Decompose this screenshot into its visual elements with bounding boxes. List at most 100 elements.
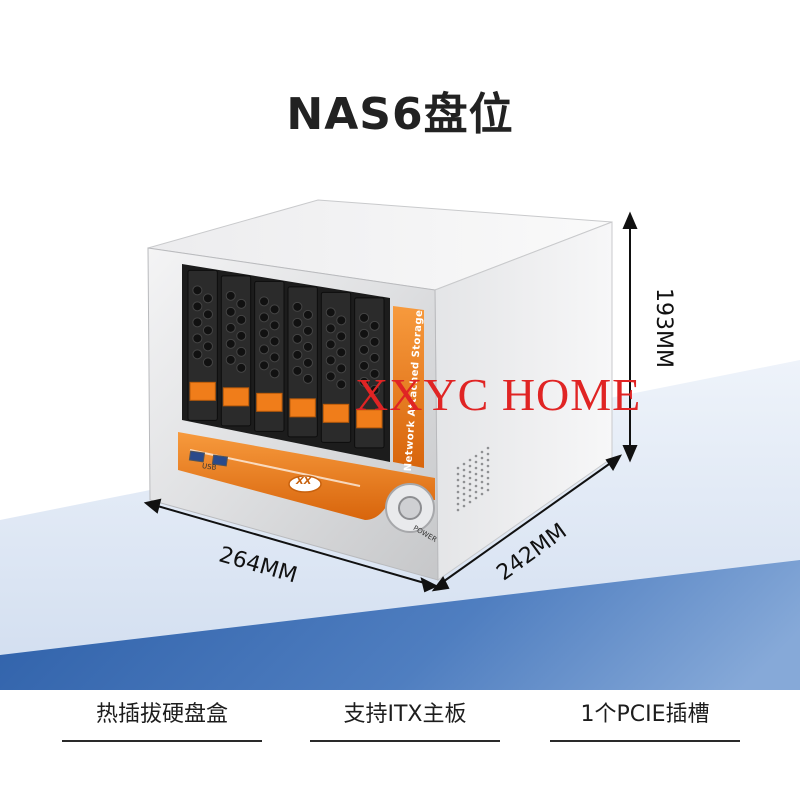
vent-hole [456,508,460,512]
tray-vent-hole [292,365,303,376]
vent-hole [462,468,466,472]
tray-vent-hole [292,349,303,360]
vent-hole [486,446,490,450]
tray-vent-hole [369,368,380,379]
height-dimension-label: 193MM [651,288,676,368]
tray-vent-hole [192,317,203,328]
vent-hole [486,482,490,486]
tray-vent-hole [192,301,203,312]
vent-hole [462,480,466,484]
dimension-arrows [143,211,638,593]
tray-vent-hole [192,285,203,296]
vent-hole [468,482,472,486]
vent-hole [462,498,466,502]
tray-vent-hole [202,309,213,320]
vent-hole [462,486,466,490]
tray-vent-hole [336,347,347,358]
tray-vent-hole [236,346,247,357]
width-arrow-head-left [143,498,162,514]
tray-vent-hole [359,312,370,323]
tray-vent-hole [325,307,336,318]
vent-hole [462,474,466,478]
tray-vent-hole [325,323,336,334]
tray-vent-hole [259,328,270,339]
drive-tray-latch-6 [356,409,383,429]
vent-hole [474,460,478,464]
tray-vent-hole [225,306,236,317]
feature-itx-support: 支持ITX主板 [343,702,467,727]
tray-vent-hole [336,363,347,374]
vent-hole [474,496,478,500]
tray-vent-hole [269,304,280,315]
vent-hole [474,478,478,482]
tray-vent-hole [336,379,347,390]
vent-hole [468,476,472,480]
tray-vent-hole [225,338,236,349]
vent-hole [480,462,484,466]
vent-hole [468,464,472,468]
tray-vent-hole [325,371,336,382]
vent-hole [474,490,478,494]
width-arrow [153,504,429,585]
vent-hole [468,494,472,498]
vent-hole [474,454,478,458]
vent-hole [480,492,484,496]
power-button [398,496,422,520]
vent-hole [456,484,460,488]
tray-vent-hole [292,301,303,312]
vent-hole [480,474,484,478]
tray-vent-hole [225,290,236,301]
tray-vent-hole [302,373,313,384]
vent-hole [474,472,478,476]
tray-vent-hole [225,354,236,365]
vent-hole [480,456,484,460]
vent-hole [468,488,472,492]
height-arrow-head-bottom [622,445,638,463]
vent-hole [486,458,490,462]
tray-vent-hole [236,298,247,309]
tray-vent-hole [192,349,203,360]
vent-hole [468,470,472,474]
bottom-white-strip [0,690,800,800]
watermark-text: XXYC HOME [355,369,642,420]
tray-vent-hole [202,293,213,304]
height-arrow-head-top [622,211,638,229]
feature-hot-swap: 热插拔硬盘盒 [95,702,228,727]
feature-underline-1 [62,740,262,742]
drive-tray-latch-5 [322,403,350,423]
side-label-strip [393,306,424,468]
logo-text: XX [296,476,312,487]
tray-vent-hole [325,339,336,350]
drive-tray-latch-2 [222,387,250,407]
tray-vent-hole [236,330,247,341]
tray-vent-hole [302,325,313,336]
depth-arrow [439,461,613,585]
tray-vent-hole [269,352,280,363]
vent-hole [468,500,472,504]
vent-hole [474,484,478,488]
tray-vent-hole [359,328,370,339]
nas-chassis [147,199,613,581]
vent-hole [462,462,466,466]
tray-vent-hole [225,322,236,333]
tray-vent-hole [269,320,280,331]
tray-vent-hole [202,325,213,336]
vent-hole [462,492,466,496]
vent-hole [486,464,490,468]
tray-vent-hole [359,344,370,355]
drive-tray-latch-4 [289,398,316,418]
vent-hole [480,486,484,490]
tray-vent-hole [369,384,380,395]
tray-vent-hole [236,314,247,325]
tray-vent-hole [302,341,313,352]
vent-hole [456,466,460,470]
tray-vent-hole [369,320,380,331]
tray-vent-hole [302,357,313,368]
tray-vent-hole [369,352,380,363]
vent-hole [456,502,460,506]
vent-hole [486,476,490,480]
tray-vent-hole [202,357,213,368]
tray-vent-hole [292,333,303,344]
depth-arrow-head-right [605,454,623,471]
